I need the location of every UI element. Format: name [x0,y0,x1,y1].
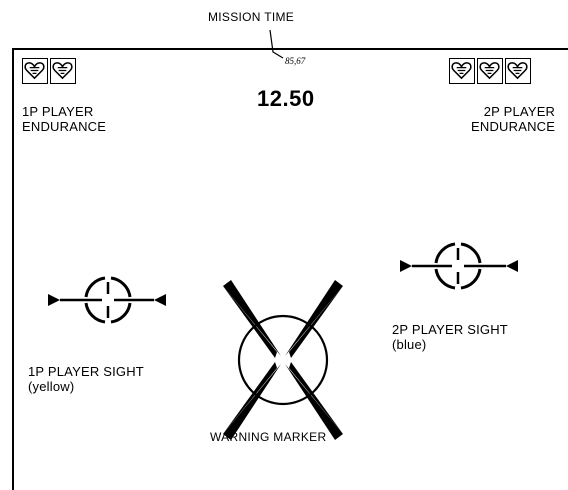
player1-sight-crosshair-icon [48,278,166,322]
player2-sight-crosshair-icon [400,244,518,288]
player1-sight-line2: (yellow) [28,379,144,394]
player1-sight-label: 1P PLAYER SIGHT (yellow) [28,364,144,394]
mission-time-leader-line [270,30,283,58]
player2-sight-line1: 2P PLAYER SIGHT [392,322,508,337]
warning-marker-icon [223,280,343,440]
player2-sight-line2: (blue) [392,337,508,352]
diagram-graphics [0,0,568,470]
warning-marker-label: WARNING MARKER [210,430,326,444]
player2-sight-label: 2P PLAYER SIGHT (blue) [392,322,508,352]
player1-sight-line1: 1P PLAYER SIGHT [28,364,144,379]
